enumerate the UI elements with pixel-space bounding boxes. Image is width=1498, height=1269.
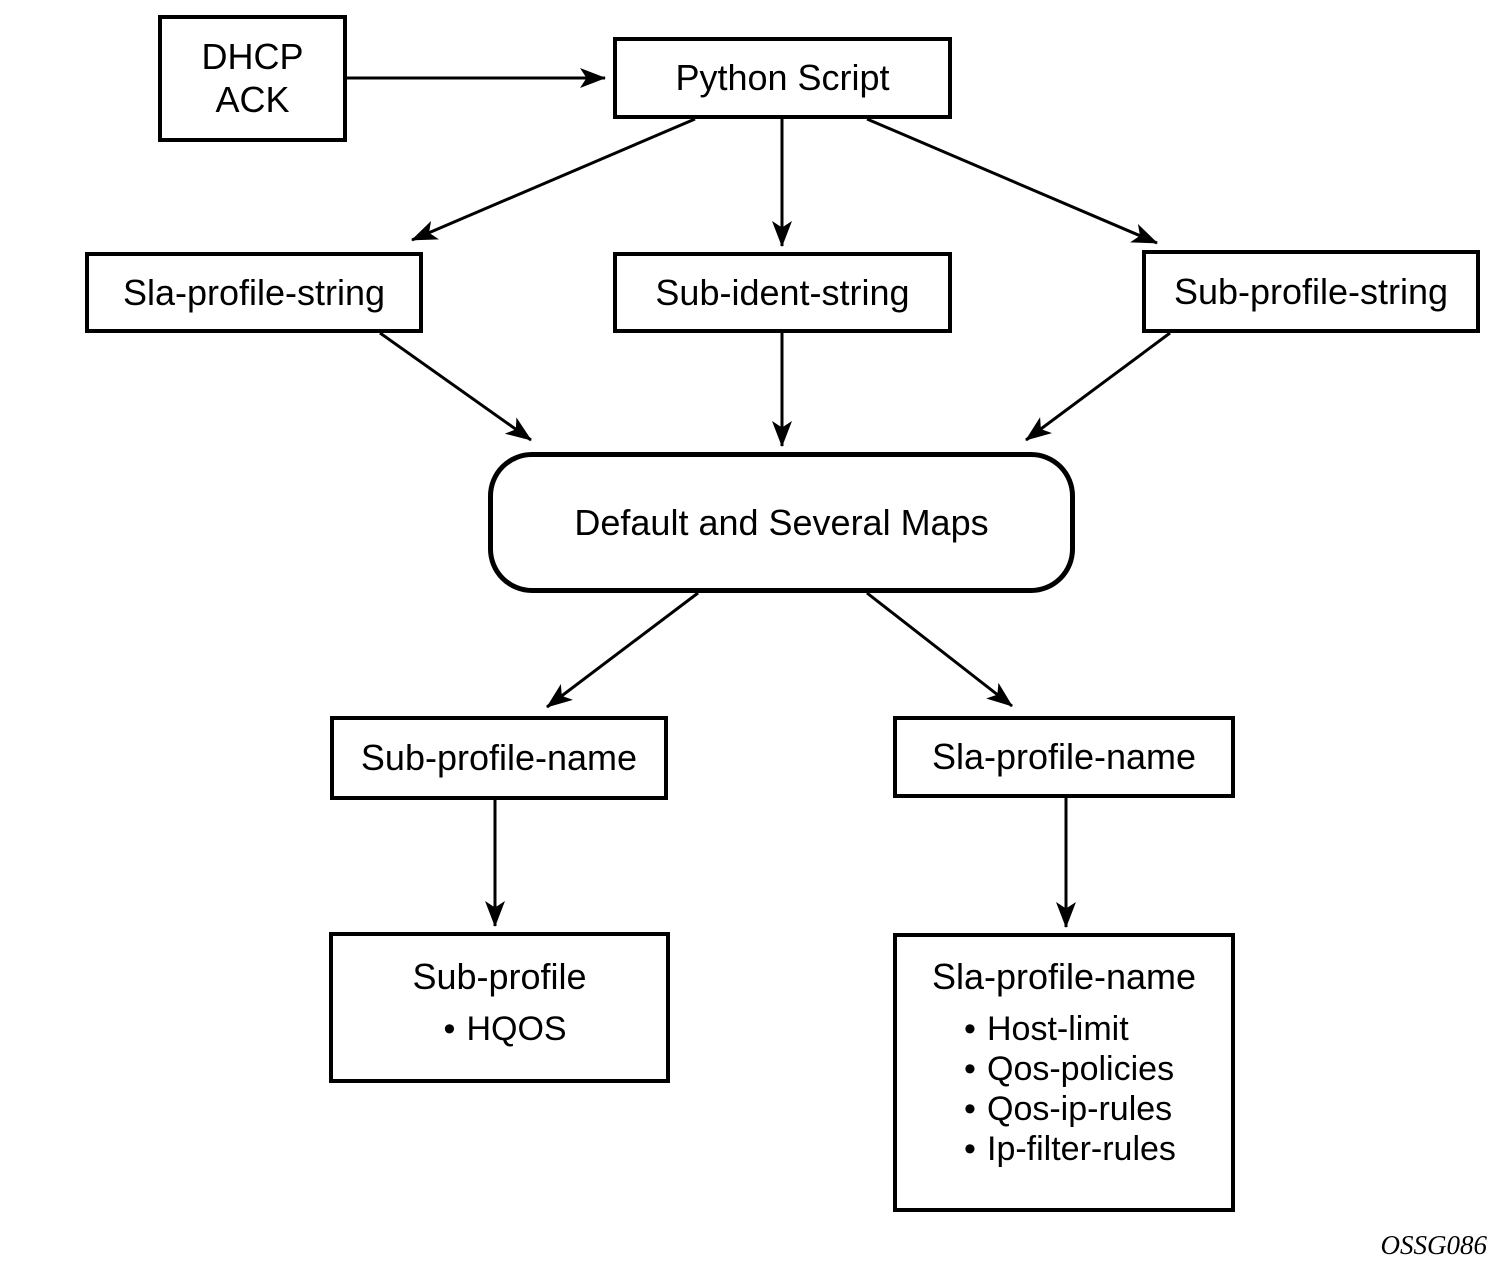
python-script-label: Python Script: [675, 57, 890, 99]
bullet-item: • Qos-ip-rules: [897, 1089, 1231, 1129]
arrow-python-to-sla-profile-string: [411, 117, 696, 242]
bullet-icon: •: [964, 1090, 976, 1129]
node-default-and-several-maps: Default and Several Maps: [488, 452, 1075, 593]
sub-ident-string-label: Sub-ident-string: [655, 271, 910, 313]
sub-profile-detail-bullets: • HQOS: [333, 1009, 666, 1049]
sla-profile-string-label: Sla-profile-string: [122, 271, 386, 313]
bullet-label: Qos-policies: [987, 1050, 1175, 1089]
arrow-maps-to-sla-profile-name: [866, 591, 1013, 708]
dhcp-ack-line2: ACK: [215, 78, 290, 120]
sub-profile-string-label: Sub-profile-string: [1173, 270, 1449, 312]
bullet-label: Ip-filter-rules: [987, 1130, 1176, 1169]
bullet-item: • Host-limit: [897, 1009, 1231, 1049]
bullet-label: HQOS: [466, 1010, 567, 1049]
bullet-icon: •: [964, 1010, 976, 1049]
node-sub-profile-string: Sub-profile-string: [1142, 250, 1480, 333]
node-dhcp-ack-label: DHCP ACK: [201, 36, 303, 121]
sla-profile-detail-title: Sla-profile-name: [931, 956, 1197, 997]
sub-profile-detail-title: Sub-profile: [412, 956, 587, 997]
node-sub-ident-string: Sub-ident-string: [613, 252, 952, 333]
bullet-icon: •: [964, 1130, 976, 1169]
node-sub-profile-detail: Sub-profile • HQOS: [329, 932, 670, 1083]
bullet-label: Qos-ip-rules: [987, 1090, 1173, 1129]
sub-profile-name-label: Sub-profile-name: [360, 737, 638, 779]
node-sla-profile-detail: Sla-profile-name • Host-limit • Qos-poli…: [893, 933, 1235, 1212]
bullet-icon: •: [443, 1010, 456, 1049]
sla-profile-name-label: Sla-profile-name: [931, 736, 1197, 778]
sla-profile-detail-bullets: • Host-limit • Qos-policies • Qos-ip-rul…: [897, 1009, 1231, 1169]
arrow-python-to-sub-profile-string: [866, 117, 1158, 245]
bullet-label: Host-limit: [987, 1010, 1129, 1049]
node-sla-profile-name: Sla-profile-name: [893, 716, 1235, 798]
node-sub-profile-name: Sub-profile-name: [330, 716, 668, 800]
bullet-icon: •: [964, 1050, 976, 1089]
figure-id-watermark: OSSG086: [1380, 1230, 1488, 1260]
node-dhcp-ack: DHCP ACK: [158, 15, 347, 142]
bullet-item: • Qos-policies: [897, 1049, 1231, 1089]
arrow-maps-to-sub-profile-name: [546, 591, 699, 709]
arrow-sla-profile-string-to-maps: [379, 331, 532, 442]
default-maps-label: Default and Several Maps: [574, 501, 989, 543]
bullet-item: • HQOS: [432, 1009, 566, 1049]
dhcp-ack-line1: DHCP: [201, 36, 304, 78]
bullet-item: • Ip-filter-rules: [897, 1129, 1231, 1169]
node-sla-profile-string: Sla-profile-string: [85, 252, 423, 333]
arrow-sub-profile-string-to-maps: [1025, 331, 1171, 442]
node-python-script: Python Script: [613, 37, 952, 119]
